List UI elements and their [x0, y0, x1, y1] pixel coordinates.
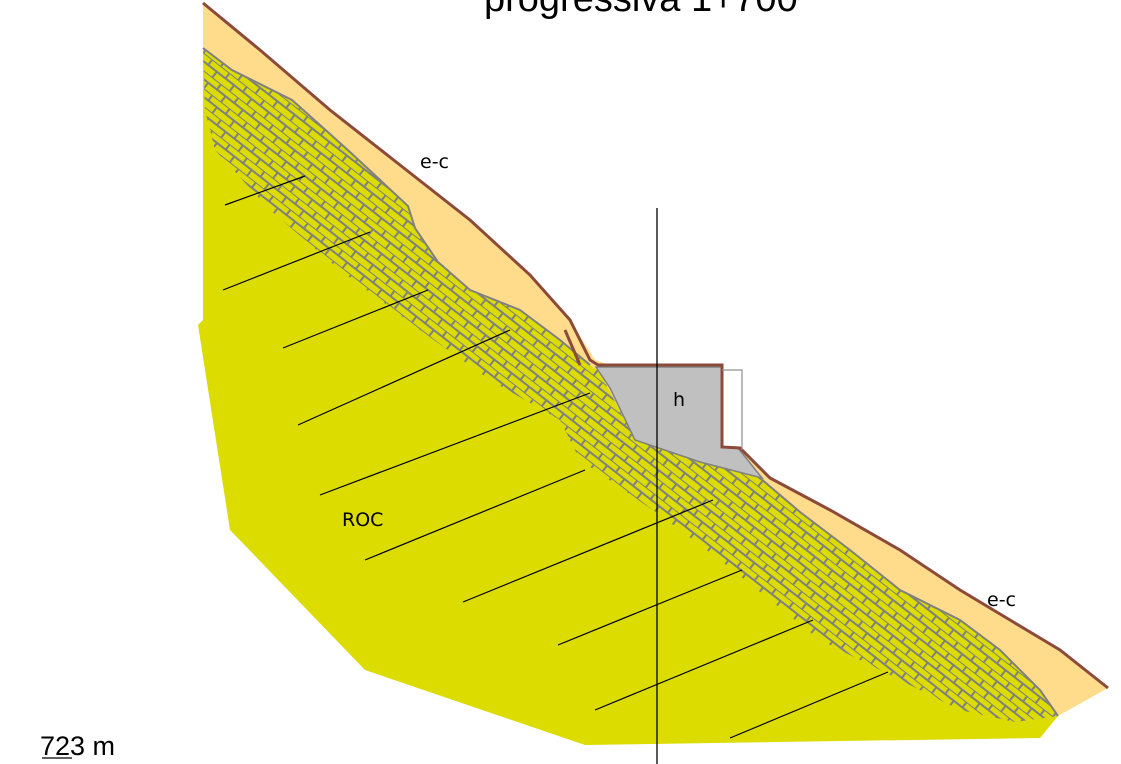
- ground-surface-line: [202, 1, 1109, 690]
- cover-label-lower: e-c: [987, 589, 1016, 611]
- section-title: progressiva 1+700: [484, 0, 798, 21]
- fill-label: h: [673, 389, 685, 411]
- profile-outline: [722, 369, 743, 450]
- ground-step-line: [563, 329, 582, 366]
- rock-label: ROC: [342, 509, 383, 531]
- cover-unit-area: [203, 3, 1108, 716]
- cover-label-upper: e-c: [420, 151, 449, 173]
- bedding-lines: [222, 175, 889, 739]
- bedded-band-boundary: [202, 47, 591, 366]
- bedded-band-boundary-lower: [759, 477, 1059, 717]
- elevation-label: 723 m: [40, 731, 116, 761]
